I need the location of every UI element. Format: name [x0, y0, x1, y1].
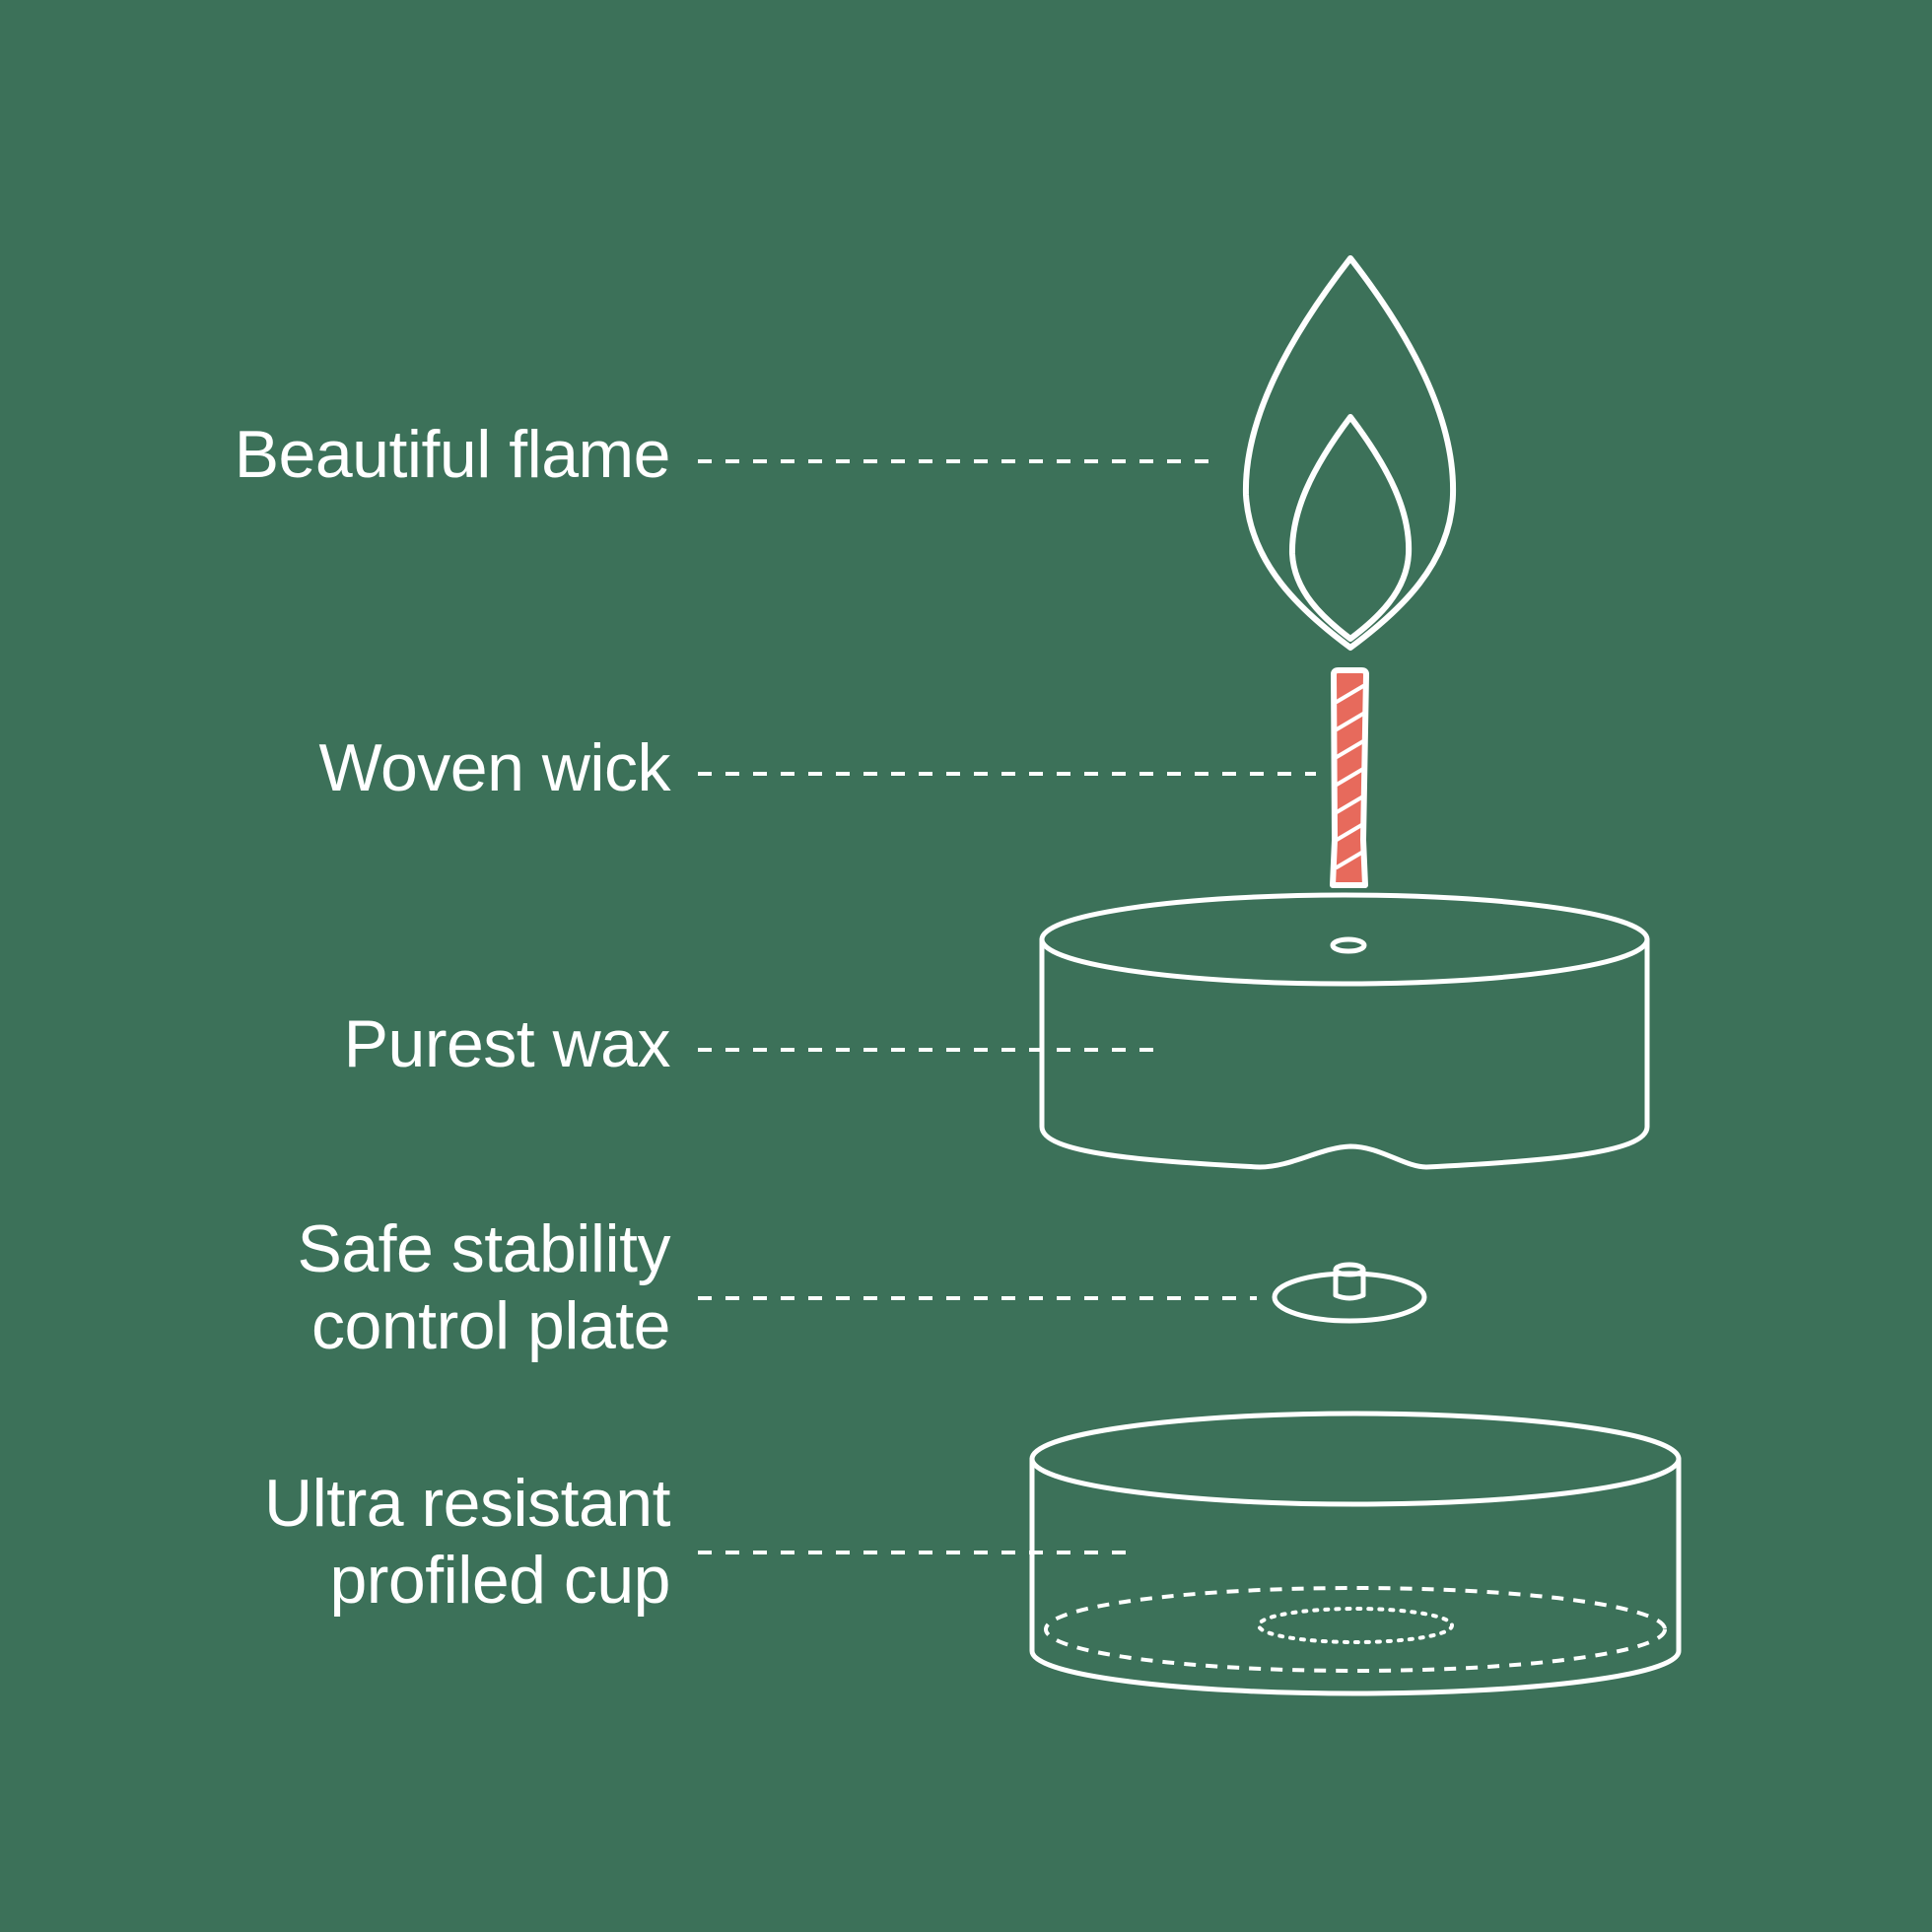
flame-icon — [1242, 255, 1457, 651]
plate-stem — [1333, 1267, 1366, 1301]
label-purest-wax: Purest wax — [343, 1006, 671, 1081]
label-stability-plate: Safe stability control plate — [297, 1211, 670, 1363]
cup-center-dotted — [1257, 1607, 1454, 1644]
label-profiled-cup: Ultra resistant profiled cup — [264, 1466, 670, 1618]
wax-body — [1039, 936, 1650, 1170]
cup-rim — [1029, 1411, 1682, 1507]
leader-lines — [698, 459, 1316, 1554]
wick-weave — [1335, 684, 1365, 869]
label-beautiful-flame: Beautiful flame — [234, 417, 671, 492]
wick-icon — [1330, 667, 1369, 888]
cup-icon — [1029, 1411, 1682, 1696]
cup-base-dotted — [1044, 1586, 1667, 1673]
label-woven-wick: Woven wick — [318, 730, 670, 805]
flame-inner — [1288, 414, 1413, 642]
flame-outer — [1242, 255, 1457, 651]
plate-stem-top — [1333, 1262, 1366, 1277]
wax-icon — [1039, 892, 1650, 1170]
cup-body — [1029, 1456, 1682, 1696]
wick-hole — [1330, 936, 1367, 954]
stability-plate-icon — [1272, 1262, 1427, 1324]
